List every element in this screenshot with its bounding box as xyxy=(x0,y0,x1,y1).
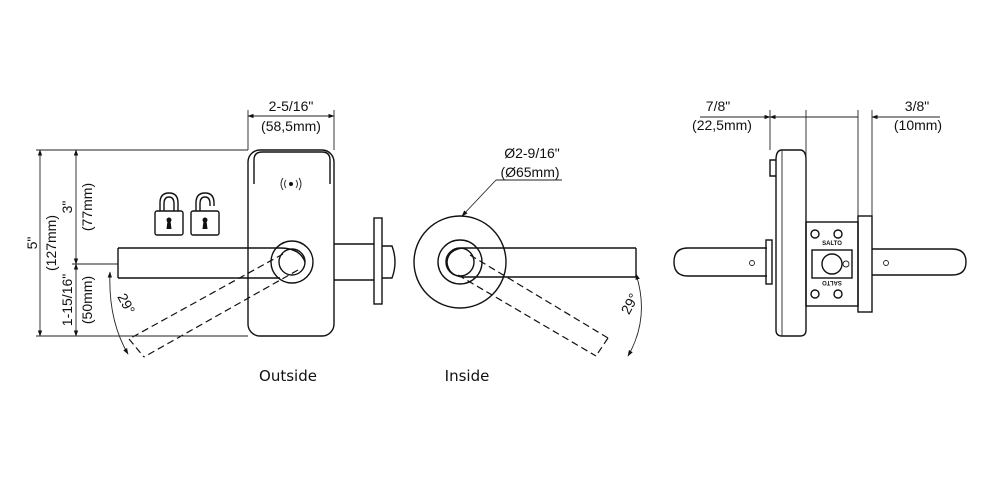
locked-padlock-icon xyxy=(154,192,184,236)
rose-diameter-in-label: Ø2-9/16" xyxy=(504,145,560,161)
inside-projection-mm-label: (10mm) xyxy=(894,117,942,133)
outside-view xyxy=(107,149,396,358)
rose-diameter-mm-label: (Ø65mm) xyxy=(500,164,559,180)
inside-projection-in-label: 3/8" xyxy=(905,98,929,114)
lock-body-side xyxy=(805,221,859,307)
side-dimensions: 7/8" (22,5mm) 3/8" (10mm) xyxy=(692,98,942,222)
latch-assembly xyxy=(334,217,396,305)
outside-dimensions: 2-5/16" (58,5mm) 5" (127mm) 3" (77mm) 1-… xyxy=(24,98,335,337)
height-lower-in-label: 1-15/16" xyxy=(59,274,75,326)
rose-diameter-dimension: Ø2-9/16" (Ø65mm) xyxy=(461,145,562,217)
width-in-label: 2-5/16" xyxy=(269,98,314,114)
outside-escutcheon xyxy=(247,149,335,337)
outside-angle-arc xyxy=(107,271,129,355)
inside-angle-label: 29° xyxy=(618,291,642,317)
brand-bottom-label: SALTO xyxy=(822,279,842,285)
outside-caption: Outside xyxy=(259,367,317,385)
outside-projection-mm-label: (22,5mm) xyxy=(692,117,752,133)
inside-view: 29° xyxy=(413,215,642,357)
side-view: SALTO SALTO xyxy=(673,149,967,337)
outside-lever-rotated xyxy=(128,253,299,358)
height-upper-mm-label: (77mm) xyxy=(79,183,95,231)
brand-top-label: SALTO xyxy=(822,241,842,247)
height-total-mm-label: (127mm) xyxy=(43,215,59,271)
inside-lever-rotated xyxy=(469,254,609,339)
inside-rose xyxy=(413,215,507,309)
height-lower-mm-label: (50mm) xyxy=(79,276,95,324)
height-total-in-label: 5" xyxy=(24,237,40,250)
unlocked-padlock-icon xyxy=(190,192,220,236)
width-mm-label: (58,5mm) xyxy=(261,118,321,134)
reader-frame-outline xyxy=(253,151,331,184)
rfid-reader-icon xyxy=(280,177,302,191)
height-upper-in-label: 3" xyxy=(59,201,75,214)
outside-angle-label: 29° xyxy=(114,291,138,317)
inside-caption: Inside xyxy=(445,367,490,385)
outside-lever xyxy=(117,240,314,284)
outside-projection-in-label: 7/8" xyxy=(706,98,730,114)
inside-angle-arc xyxy=(627,273,642,357)
